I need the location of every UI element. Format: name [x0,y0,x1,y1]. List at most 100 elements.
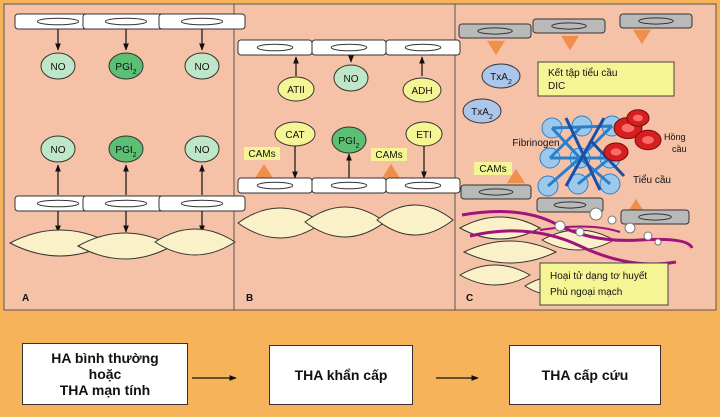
panel-c-necrosis-box [539,262,669,306]
panel-c-letter: C [466,293,473,304]
panel-c-bleb-7 [654,238,662,246]
panel-c-top-endothelial-cell-2-nucleus [551,22,587,30]
panel-c-bleb-6 [575,227,585,237]
panel-c-necrosis-strand-3 [539,225,621,233]
panel-b-pgi-molecule-label: PGI2 [338,136,359,150]
panel-a-bottom-molecule-1 [40,135,76,163]
panel-a-bottom-molecule-2 [108,135,144,163]
panel-c-cams-label: CAMs [479,164,506,175]
panel-b-cams-triangle-1 [255,163,273,179]
panel-c-necrosis-label: Hoại tử dạng tơ huyết [550,270,647,282]
panel-c-dic-label: DIC [548,81,565,92]
panel-c-bottom-endothelial-cell-1 [460,184,532,200]
panel-b-cams-label-1: CAMs [248,149,275,160]
panel-c-necrosis-strand-1 [461,210,694,249]
panel-a-top-molecule-2 [108,52,144,80]
panel-b-atii-molecule [277,76,315,102]
panel-b-cams-box-2 [371,148,407,161]
panel-c-red-blood-cell-center-1 [621,123,635,133]
panel-c-bottom-endothelial-cell-1-nucleus [478,188,514,196]
panel-c-smooth-muscle-cell-2 [462,240,558,264]
panel-c-top-endothelial-cell-1-nucleus [477,27,513,35]
panel-a-top-endothelial-cell-2-nucleus [104,17,148,26]
panel-b-top-endothelial-cell-2 [311,39,387,56]
panel-c-bottom-endothelial-cell-2-nucleus [553,201,587,209]
stage-normal-box: HA bình thường hoặc THA mạn tính [22,343,188,405]
panel-b-adh-label: ADH [411,86,432,97]
panel-c-red-blood-cell-center-2 [642,136,654,144]
panel-c-bleb-2 [607,215,617,225]
panel-b-cat-label: CAT [285,130,304,141]
panel-b-bottom-endothelial-cell-2-nucleus [330,181,368,190]
panel-c-red-blood-cell-center-3 [610,148,622,156]
stage-urgency-label: THA khẩn cấp [294,367,388,383]
panel-a-bottom-molecule-2-label: PGI2 [115,145,136,159]
panel-c-red-blood-cell-center-4 [633,114,643,122]
panel-a-top-molecule-1-label: NO [51,62,66,73]
panel-b-bottom-endothelial-cell-1 [237,177,313,194]
panel-c-cams-triangle [507,168,525,184]
stage-normal-line-2: hoặc [88,366,122,382]
panel-a-bottom-molecule-3-label: NO [195,145,210,156]
panel-c-top-triangle-1 [487,40,505,56]
stage-urgency-box: THA khẩn cấp [269,345,413,405]
panel-c-fibrinogen-label: Fibrinogen [512,138,559,149]
panel-c-top-endothelial-cell-2 [532,18,606,34]
panel-a-top-endothelial-cell-1-nucleus [36,17,80,26]
panel-b-bottom-endothelial-cell-2 [311,177,387,194]
panel-b-top-endothelial-cell-3 [385,39,461,56]
panel-a-bottom-endothelial-cell-1-nucleus [36,199,80,208]
panel-c-txa-label-2: TxA2 [471,107,493,121]
panel-c-rbc-label-line-2: cầu [672,144,687,154]
panel-c-aggregation-label: Kết tập tiểu cầu [548,67,618,79]
panel-a-bottom-endothelial-cell-2 [82,195,170,212]
panel-b-cams-triangle-2 [382,163,400,179]
panel-c-bottom-endothelial-cell-3-nucleus [638,213,672,221]
panel-a-letter: A [22,293,29,304]
panel-b-top-endothelial-cell-3-nucleus [404,43,442,52]
panel-a-bottom-endothelial-cell-3 [158,195,246,212]
panel-b-adh-molecule [402,77,442,103]
panel-a-top-molecule-3 [184,52,220,80]
panel-b-top-no-molecule [333,64,369,92]
panel-c-top-endothelial-cell-3 [619,13,693,29]
panel-a-bottom-molecule-1-label: NO [51,145,66,156]
panel-a-smooth-muscle-cell-3 [154,228,236,256]
panel-c-bleb-1 [589,207,603,221]
panel-a-top-molecule-2-label: PGI2 [115,62,136,76]
panel-c-top-endothelial-cell-3-nucleus [638,17,674,25]
panel-c-aggregation-box [537,61,675,97]
panel-c-txa-molecule-1 [481,63,521,89]
panel-b-bottom-endothelial-cell-1-nucleus [256,181,294,190]
panel-b-top-endothelial-cell-1 [237,39,313,56]
panel-a-top-molecule-3-label: NO [195,62,210,73]
panel-c-cams-box [474,162,512,175]
panel-c-platelet-label: Tiểu cầu [633,174,671,186]
panel-a-top-endothelial-cell-2 [82,13,170,30]
panel-c-bottom-endothelial-cell-2 [536,197,604,213]
panel-b-pgi-molecule [331,126,367,154]
panel-c-txa-molecule-2 [462,98,502,124]
panel-a-top-molecule-1 [40,52,76,80]
panel-a-bottom-endothelial-cell-3-nucleus [180,199,224,208]
panel-c-edema-label: Phù ngoại mạch [550,287,622,298]
stage-normal-line-3: THA mạn tính [59,382,151,398]
panel-b-top-endothelial-cell-2-nucleus [330,43,368,52]
panel-c-bleb-3 [554,220,566,232]
panel-a-top-endothelial-cell-3 [158,13,246,30]
stage-emergency-box: THA cấp cứu [509,345,661,405]
panel-b-smooth-muscle-cell-3 [376,204,454,236]
panel-c-top-triangle-2 [561,35,579,51]
panel-c-bottom-endothelial-cell-3 [620,209,690,225]
panel-c-top-endothelial-cell-1 [458,23,532,39]
panel-c-bleb-5 [643,231,653,241]
panel-a-bottom-endothelial-cell-2-nucleus [104,199,148,208]
stage-normal-line-1: HA bình thường [51,350,159,366]
panel-c-bleb-4 [624,222,636,234]
panel-c-top-triangle-3 [633,29,651,45]
stage-emergency-label: THA cấp cứu [541,367,629,383]
panel-c-smooth-muscle-cell-3 [458,264,532,286]
panel-b-eti-label: ETI [416,130,432,141]
